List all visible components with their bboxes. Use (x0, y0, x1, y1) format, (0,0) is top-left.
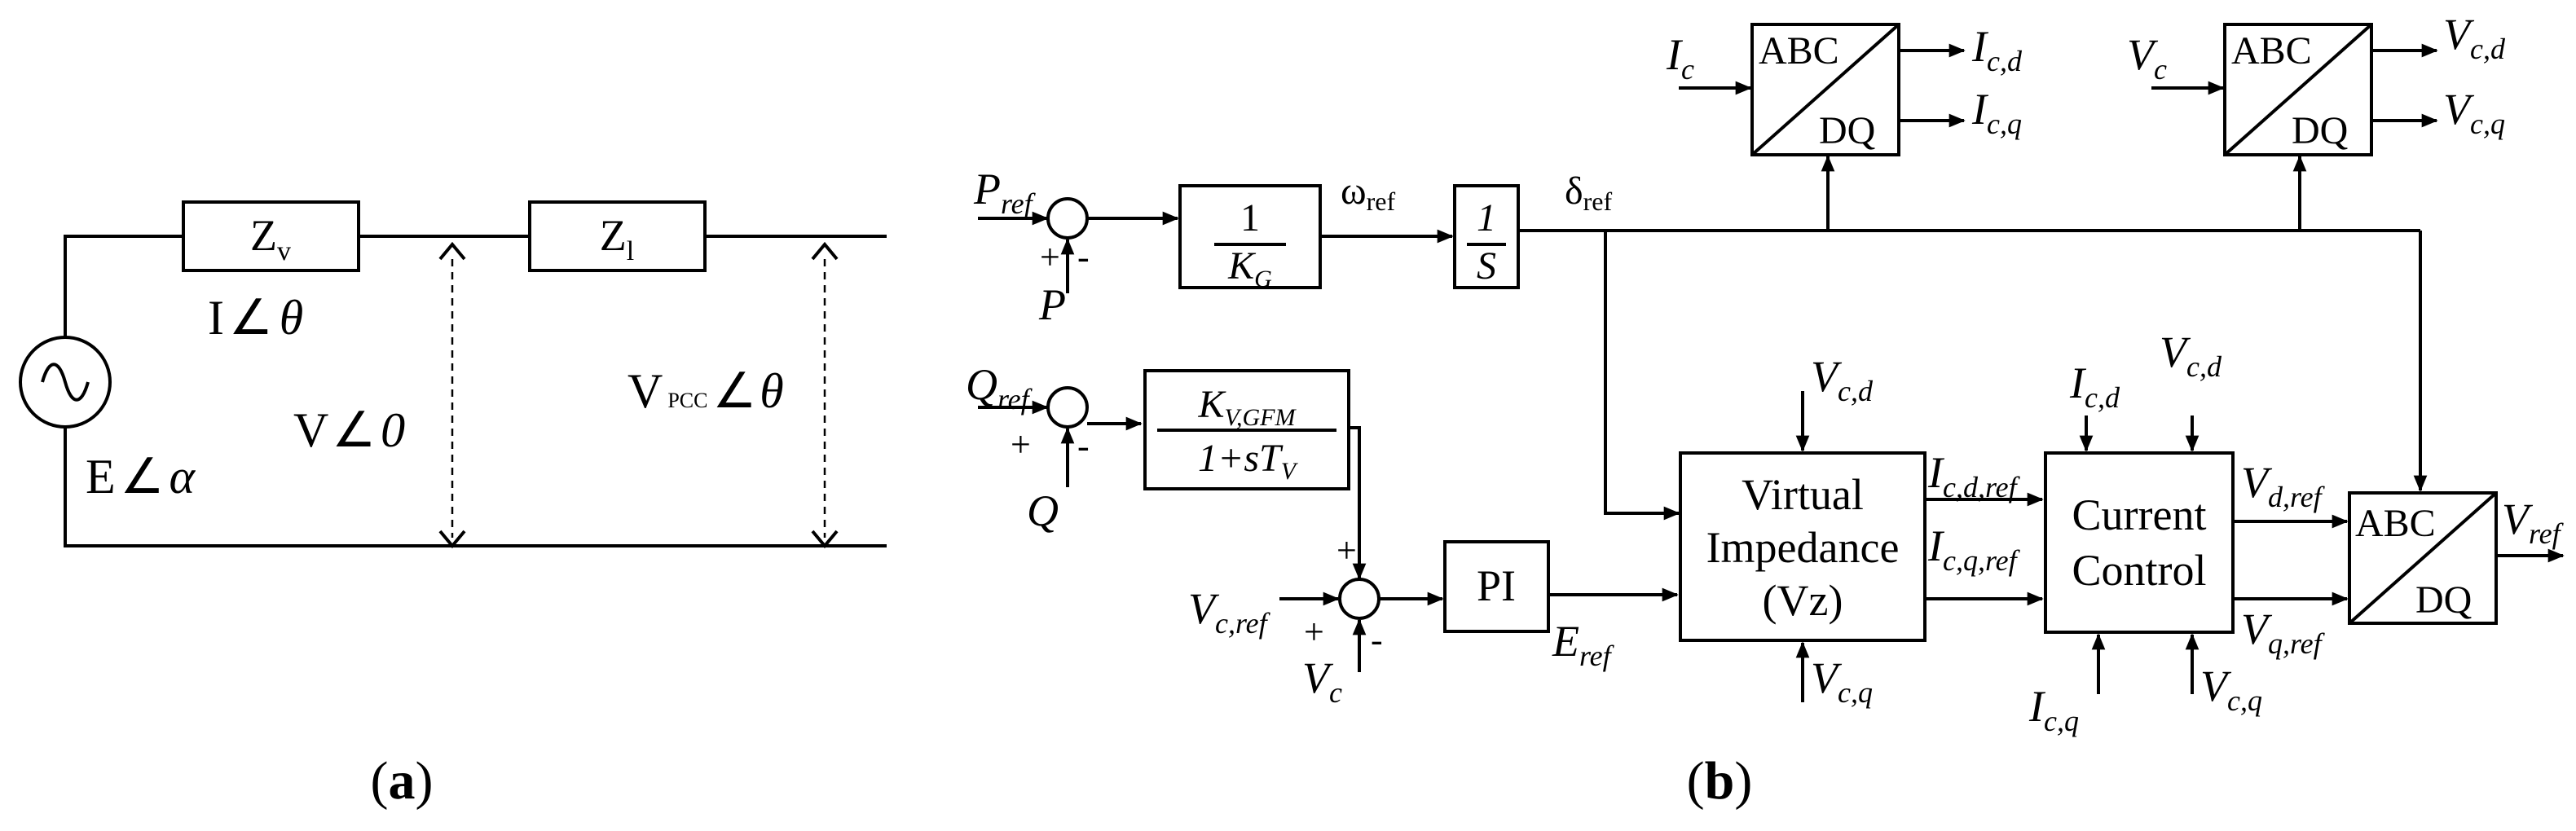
vdref-label: Vd,ref (2241, 458, 2326, 513)
kg-denominator: KG (1227, 244, 1272, 292)
ic-input-label: Ic (1666, 30, 1694, 86)
cc-icq-input-label: Ic,q (2028, 682, 2079, 737)
v-sum-minus: - (1371, 620, 1383, 660)
virtual-impedance-block (1679, 451, 1926, 642)
vcq-output-label: Vc,q (2443, 85, 2505, 140)
v-sum-plus-top: + (1336, 530, 1357, 570)
rail-top-left (64, 235, 183, 357)
cc-line2: Control (2072, 546, 2206, 595)
kg-gain-block (1178, 184, 1322, 289)
q-minus-sign: - (1077, 426, 1090, 466)
q-plus-sign: + (1011, 424, 1031, 464)
p-sum-junction (1046, 197, 1089, 240)
cc-line1: Current (2072, 490, 2207, 539)
vref-output-label: Vref (2502, 495, 2565, 550)
rail-bottom (64, 407, 887, 547)
v-sum-junction (1338, 578, 1380, 620)
current-phasor-label: I∠θ (208, 291, 303, 345)
kv-gfm-denominator: 1+sTV (1198, 437, 1299, 485)
cc-vcd-input-label: Vc,d (2160, 328, 2222, 383)
integrator-block (1453, 184, 1520, 289)
integrator-denominator: S (1477, 244, 1496, 288)
q-label: Q (1027, 486, 1059, 535)
delta-ref-label: δref (1565, 169, 1612, 216)
current-control-block (2044, 451, 2235, 634)
zl-impedance-block (528, 200, 707, 272)
integrator-numerator: 1 (1477, 196, 1496, 240)
pi-label: PI (1477, 561, 1516, 610)
vcd-output-label: Vc,d (2443, 10, 2506, 65)
abc-dq-current-dq: DQ (1819, 109, 1875, 152)
p-plus-sign: + (1040, 237, 1060, 277)
abc-dq-voltage-diagonal (2223, 23, 2373, 156)
panel-b-control: Pref + - P 1 KG ωref 1 S δref ABC DQ Ic … (966, 10, 2565, 737)
pi-controller-block (1443, 540, 1550, 633)
abc-dq-output-dq: DQ (2415, 578, 2472, 622)
sine-wave-icon (41, 363, 90, 402)
vz-vcq-input-label: Vc,q (1811, 653, 1873, 709)
caption-a: (a) (371, 751, 434, 811)
abc-dq-voltage-abc: ABC (2231, 29, 2312, 73)
v-sum-plus-left: + (1304, 612, 1324, 652)
zl-label: Zl (600, 211, 634, 266)
q-sum-junction (1046, 386, 1089, 429)
delta-to-vz-wire (1604, 231, 1680, 521)
zv-impedance-block (182, 200, 360, 272)
v-phasor-label: V∠0 (293, 403, 405, 457)
icd-output-label: Ic,d (1971, 22, 2023, 77)
vz-line2: Impedance (1706, 523, 1900, 572)
vqref-label: Vq,ref (2241, 605, 2326, 660)
vpcc-arrow-head-bottom (811, 530, 839, 549)
p-minus-sign: - (1077, 237, 1090, 277)
zv-label: Zv (250, 211, 291, 266)
v-arrow-head-bottom (438, 530, 466, 549)
vz-vcd-input-label: Vc,d (1811, 352, 1874, 407)
kv-to-sum-wire (1349, 426, 1367, 580)
vc-input-label: Vc (2127, 30, 2167, 86)
abc-dq-output-abc: ABC (2355, 502, 2436, 545)
icdref-label: Ic,d,ref (1927, 448, 2021, 503)
v-arrow-head-top (438, 241, 466, 261)
abc-dq-voltage-dq: DQ (2292, 109, 2348, 152)
cc-icd-input-label: Ic,d (2069, 358, 2120, 414)
icqref-label: Ic,q,ref (1927, 521, 2021, 577)
vcref-label: Vc,ref (1188, 584, 1271, 640)
p-label: P (1038, 280, 1066, 329)
vz-line1: Virtual (1742, 470, 1864, 519)
vpcc-arrow-head-top (811, 241, 839, 261)
cc-vcq-input-label: Vc,q (2200, 662, 2262, 717)
caption-b: (b) (1687, 751, 1753, 811)
q-ref-label: Qref (966, 360, 1033, 416)
kg-numerator: 1 (1240, 196, 1260, 240)
kv-gfm-numerator: KV,GFM (1198, 383, 1297, 431)
eref-label: Eref (1552, 617, 1615, 672)
p-ref-label: Pref (973, 165, 1037, 220)
vc-feedback-label: Vc (1302, 653, 1342, 709)
omega-ref-label: ωref (1341, 169, 1395, 216)
abc-dq-current-diagonal (1750, 23, 1900, 156)
abc-dq-current-abc: ABC (1759, 29, 1839, 73)
vz-line3: (Vz) (1763, 576, 1843, 625)
source-phasor-label: E∠α (86, 450, 196, 503)
abc-dq-output-diagonal (2348, 491, 2498, 625)
icq-output-label: Ic,q (1971, 85, 2022, 140)
